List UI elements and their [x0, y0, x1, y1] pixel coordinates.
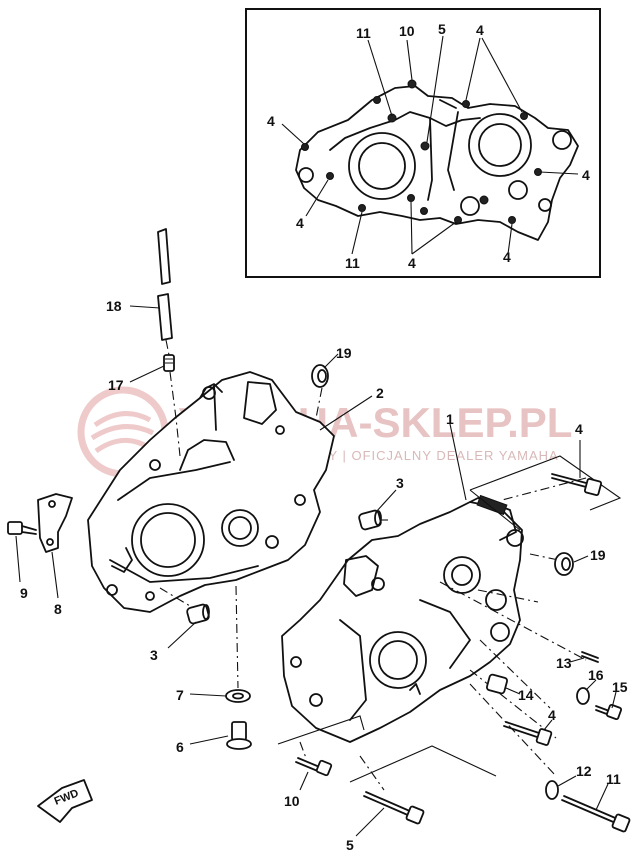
inset-leaders	[281, 35, 579, 255]
inset-rib	[439, 99, 459, 191]
label-2: 2	[376, 385, 384, 401]
inset-right-bore-outer	[468, 113, 532, 177]
label-19-right: 19	[590, 547, 606, 563]
part-4-bolt-top	[551, 473, 603, 497]
inset-inner-wall	[329, 111, 481, 201]
bolt-group-frame-right	[469, 455, 622, 531]
label-3-left: 3	[150, 647, 158, 663]
part-2-crankcase-left	[87, 371, 335, 613]
inset-crankcase-outline	[295, 85, 579, 241]
part-3-collar-right	[358, 509, 382, 531]
part-15-bolt	[595, 703, 623, 721]
part-18-pipe	[157, 228, 173, 361]
inset-label-10: 10	[399, 23, 415, 39]
label-1: 1	[446, 411, 454, 427]
label-4-lower: 4	[548, 707, 556, 723]
label-7: 7	[176, 687, 184, 703]
part-6-drain-bolt	[226, 721, 252, 750]
part-12-washer	[545, 780, 559, 800]
bolt-group-frame-bottom	[277, 715, 497, 783]
inset-left-bore-outer	[348, 132, 416, 200]
part-14-collar	[486, 673, 508, 695]
part-9-bolt	[7, 521, 37, 535]
inset-label-4-top: 4	[476, 22, 484, 38]
part-10-bolt	[295, 757, 333, 777]
label-5: 5	[346, 837, 354, 853]
assembly-dashed-lines	[159, 371, 587, 791]
label-16: 16	[588, 667, 604, 683]
label-13: 13	[556, 655, 572, 671]
inset-small-hole	[538, 198, 552, 212]
label-8: 8	[54, 601, 62, 617]
part-3-collar-left	[186, 603, 210, 625]
label-12: 12	[576, 763, 592, 779]
inset-small-hole	[460, 196, 480, 216]
watermark-logo-stripes-icon	[90, 411, 155, 454]
label-4-bolt: 4	[575, 421, 583, 437]
label-11: 11	[606, 771, 621, 787]
label-18: 18	[106, 298, 122, 314]
part-16-washer	[576, 687, 590, 705]
inset-label-4-left: 4	[267, 113, 275, 129]
main-leaders	[15, 305, 617, 837]
part-5-bolt	[363, 791, 425, 825]
inset-label-11-top: 11	[356, 25, 371, 41]
inset-right-bore-inner	[478, 123, 522, 167]
label-14: 14	[518, 687, 534, 703]
label-19-top: 19	[336, 345, 352, 361]
label-3-right: 3	[396, 475, 404, 491]
part-8-bracket	[37, 493, 73, 553]
inset-label-5: 5	[438, 21, 446, 37]
inset-label-11-bottom: 11	[345, 255, 360, 271]
part-17-dowel-pin	[163, 354, 175, 372]
inset-small-hole	[508, 180, 528, 200]
inset-label-4-bottom-right: 4	[503, 249, 511, 265]
inset-small-hole	[298, 167, 314, 183]
part-13-pin	[581, 651, 599, 663]
inset-bolt-holes	[301, 79, 542, 224]
inset-label-4-bottom-mid: 4	[408, 255, 416, 271]
label-6: 6	[176, 739, 184, 755]
label-17: 17	[108, 377, 124, 393]
part-7-washer	[225, 689, 251, 703]
part-11-bolt	[561, 795, 631, 833]
part-4-bolt-lower	[503, 721, 553, 746]
part-1-crankcase-right	[281, 494, 524, 743]
label-10: 10	[284, 793, 300, 809]
part-19-oil-seal-top	[311, 364, 329, 388]
inset-label-4-right: 4	[582, 167, 590, 183]
label-9: 9	[20, 585, 28, 601]
inset-view: 11 10 5 4 4 4 4 11 4 4	[245, 8, 601, 278]
part-19-oil-seal-right	[554, 552, 574, 576]
inset-label-4-lowleft: 4	[296, 215, 304, 231]
label-15: 15	[612, 679, 628, 695]
inset-left-bore-inner	[358, 142, 406, 190]
fwd-arrow: FWD	[37, 779, 93, 823]
inset-small-hole	[552, 130, 572, 150]
inset-frame	[245, 8, 601, 278]
